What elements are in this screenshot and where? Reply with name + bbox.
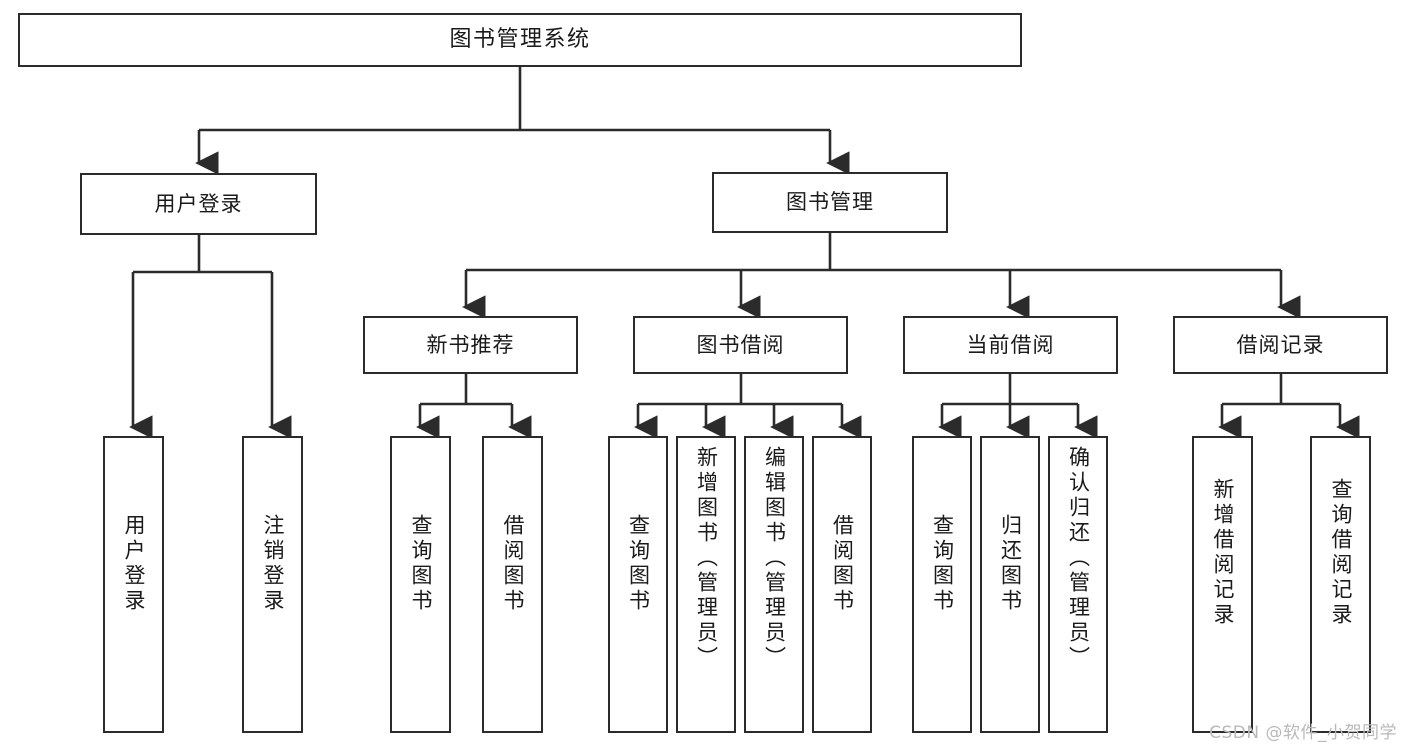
node-book-manage[interactable]: 图书管理	[712, 172, 948, 233]
node-leaf-user-logout-label: 注销登录	[261, 514, 285, 614]
node-user-login-label: 用户登录	[154, 191, 243, 216]
node-book-borrow[interactable]: 图书借阅	[633, 316, 848, 374]
node-leaf-add-book[interactable]: 新增图书（管理员）	[676, 436, 736, 733]
node-leaf-query-book-3-label: 查询图书	[930, 514, 955, 614]
node-new-book-recommend[interactable]: 新书推荐	[363, 316, 578, 374]
node-leaf-confirm-return-label: 确认归还（管理员）	[1066, 446, 1091, 671]
node-leaf-borrow-book-2-label: 借阅图书	[830, 514, 855, 614]
node-new-book-recommend-label: 新书推荐	[426, 332, 515, 357]
node-leaf-query-book-1[interactable]: 查询图书	[390, 436, 451, 733]
node-book-manage-label: 图书管理	[786, 190, 874, 215]
node-leaf-add-record[interactable]: 新增借阅记录	[1192, 436, 1253, 733]
node-leaf-borrow-book-2[interactable]: 借阅图书	[812, 436, 872, 733]
node-root-label: 图书管理系统	[449, 27, 591, 53]
node-leaf-query-record-label: 查询借阅记录	[1329, 478, 1353, 628]
node-borrow-record[interactable]: 借阅记录	[1173, 316, 1388, 374]
node-leaf-query-book-2-label: 查询图书	[626, 514, 651, 614]
node-leaf-edit-book-label: 编辑图书（管理员）	[762, 446, 787, 671]
node-leaf-user-login[interactable]: 用户登录	[103, 436, 164, 733]
csdn-watermark: CSDN @软件_小贺同学	[1209, 723, 1397, 743]
node-leaf-return-book-label: 归还图书	[998, 514, 1023, 614]
node-leaf-add-record-label: 新增借阅记录	[1211, 478, 1235, 628]
node-leaf-query-book-2[interactable]: 查询图书	[608, 436, 668, 733]
node-leaf-confirm-return[interactable]: 确认归还（管理员）	[1048, 436, 1108, 733]
node-book-borrow-label: 图书借阅	[696, 332, 785, 357]
node-leaf-edit-book[interactable]: 编辑图书（管理员）	[744, 436, 804, 733]
node-borrow-record-label: 借阅记录	[1236, 332, 1325, 357]
node-leaf-user-logout[interactable]: 注销登录	[242, 436, 303, 733]
node-current-borrow-label: 当前借阅	[966, 332, 1055, 357]
node-current-borrow[interactable]: 当前借阅	[903, 316, 1118, 374]
node-leaf-borrow-book-1-label: 借阅图书	[501, 514, 525, 614]
node-leaf-query-record[interactable]: 查询借阅记录	[1310, 436, 1371, 733]
node-user-login[interactable]: 用户登录	[80, 173, 317, 235]
node-leaf-query-book-1-label: 查询图书	[409, 514, 433, 614]
node-leaf-user-login-label: 用户登录	[122, 514, 146, 614]
node-leaf-add-book-label: 新增图书（管理员）	[694, 446, 719, 671]
node-leaf-query-book-3[interactable]: 查询图书	[912, 436, 972, 733]
node-leaf-return-book[interactable]: 归还图书	[980, 436, 1040, 733]
node-root[interactable]: 图书管理系统	[18, 13, 1022, 67]
node-leaf-borrow-book-1[interactable]: 借阅图书	[482, 436, 543, 733]
